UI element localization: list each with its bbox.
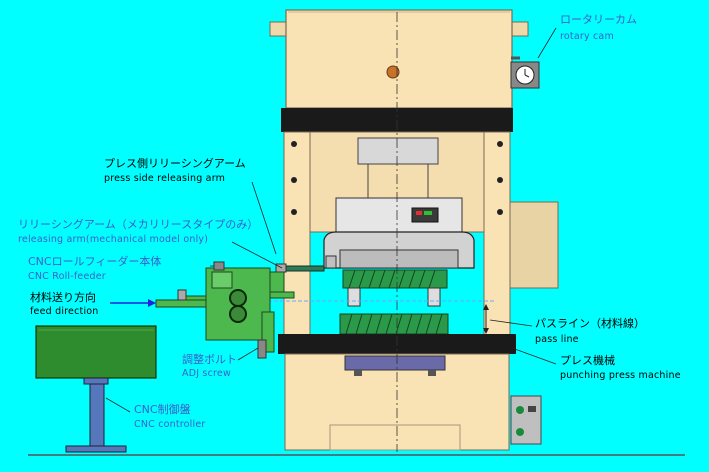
- feed-direction-label-jp: 材料送り方向: [30, 291, 96, 304]
- press-side-arm-label-jp: プレス側リリーシングアーム: [104, 157, 246, 170]
- cnc-controller-label-en: CNC controller: [134, 419, 206, 430]
- connecting-rod: [357, 137, 439, 201]
- releasing-arm-label-jp: リリーシングアーム（メカリリースタイプのみ）: [18, 218, 259, 231]
- leader-lines: [105, 27, 557, 413]
- feed-direction-label-en: feed direction: [30, 306, 99, 317]
- cnc-controller-label-jp: CNC制御盤: [134, 403, 191, 416]
- roll-feeder-label-en: CNC Roll-feeder: [28, 271, 106, 282]
- adj-screw-label-en: ADJ screw: [182, 368, 231, 379]
- slide-ram: [323, 197, 475, 269]
- press-side-arm-label-en: press side releasing arm: [104, 173, 226, 184]
- rotary-cam: [510, 56, 540, 89]
- roll-feeder-label-jp: CNCロールフィーダー本体: [28, 255, 162, 268]
- punching-press-label-en: punching press machine: [560, 370, 681, 381]
- side-cover: [509, 201, 559, 289]
- press-base: [284, 353, 542, 451]
- pass-line-label-jp: パスライン（材料線）: [535, 317, 645, 330]
- releasing-arm-label-en: releasing arm(mechanical model only): [18, 234, 209, 245]
- rotary-cam-label-jp: ロータリーカム: [560, 13, 637, 26]
- adj-screw-label-jp: 調整ボルト: [182, 353, 237, 366]
- rotary-cam-label-en: rotary cam: [560, 31, 614, 42]
- pass-line-label-en: pass line: [535, 334, 579, 345]
- pass-line-dimension: [483, 304, 489, 334]
- punching-press-label-jp: プレス機械: [560, 354, 615, 367]
- press-crown: [269, 9, 529, 109]
- cnc-roll-feeder: [155, 261, 295, 359]
- cnc-controller: [35, 325, 157, 453]
- lower-die: [339, 313, 449, 335]
- feed-direction-arrow: [110, 299, 156, 307]
